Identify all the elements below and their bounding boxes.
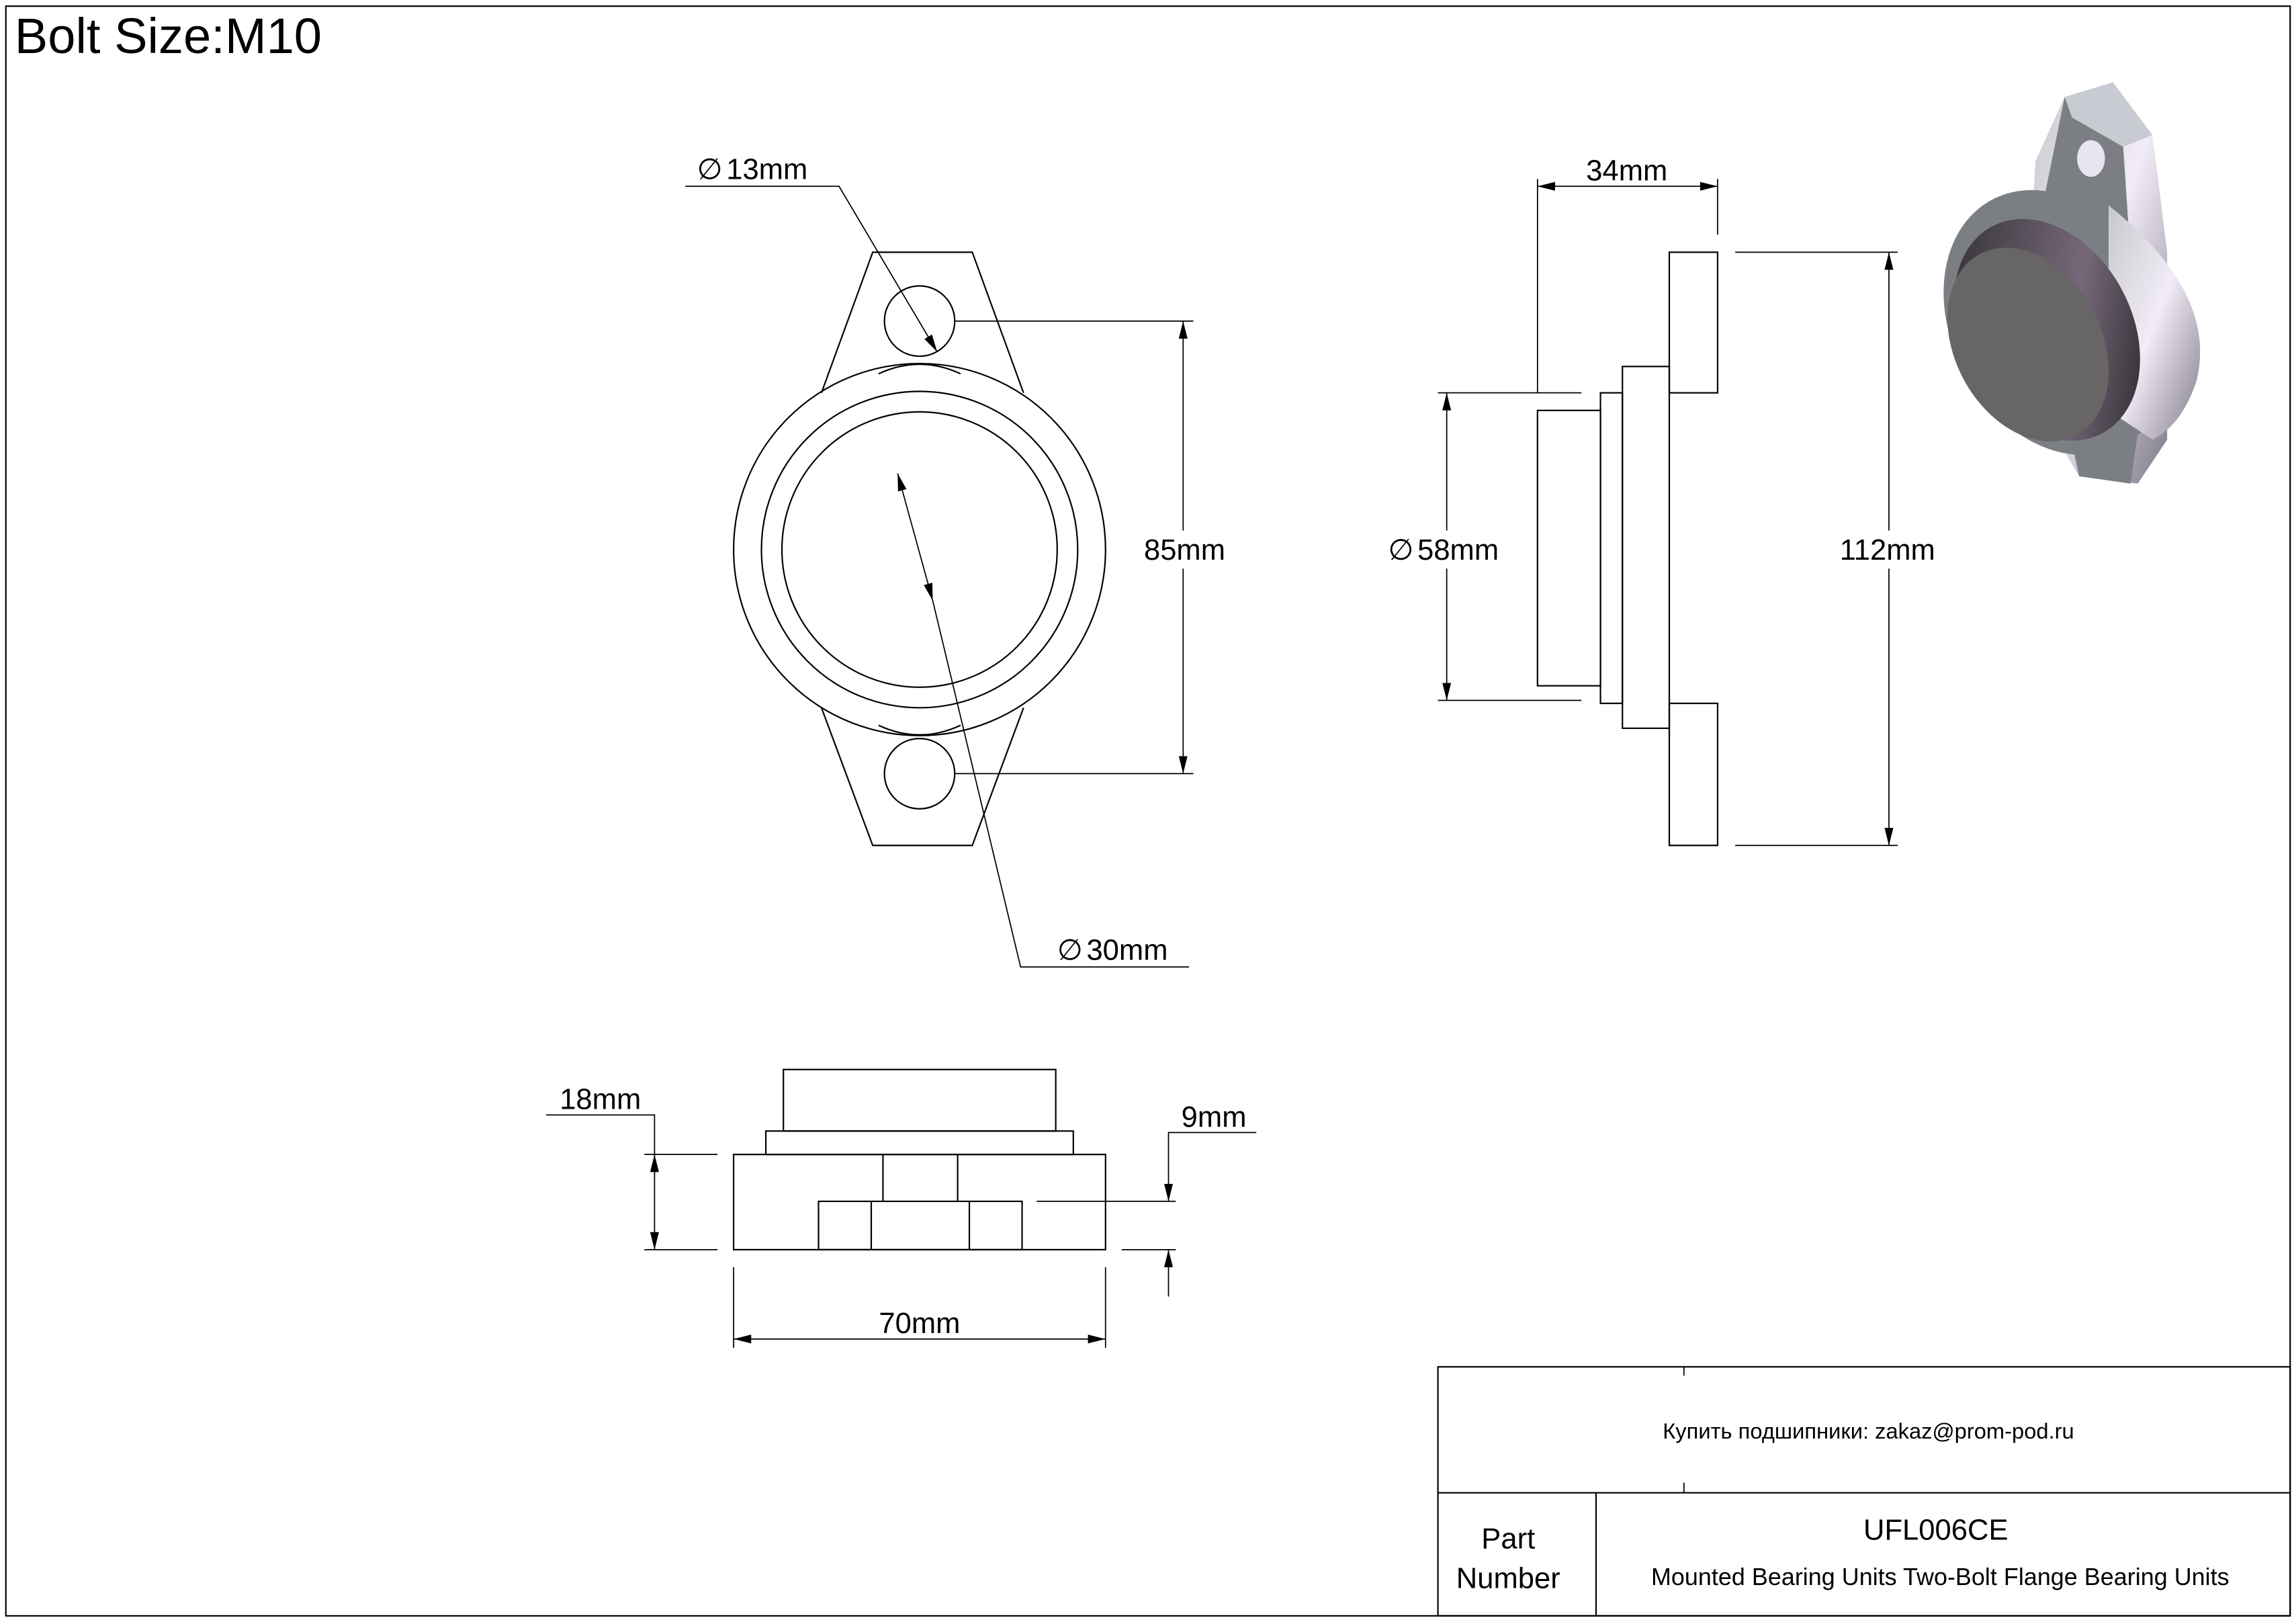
dim-depth: 70mm (879, 1308, 960, 1340)
bolt-size-title: Bolt Size:M10 (15, 8, 322, 64)
part-description: Mounted Bearing Units Two-Bolt Flange Be… (1651, 1563, 2229, 1590)
part-label-line1: Part (1481, 1523, 1535, 1555)
diameter-symbol: ∅ (697, 153, 723, 185)
isometric-render (1943, 82, 2201, 484)
bolt-hole-bottom (883, 738, 956, 810)
dim-flange-thickness: 18mm (560, 1084, 641, 1116)
front-view: 85mm ∅ 13mm ∅ 30mm (685, 153, 1233, 968)
diameter-symbol: ∅ (1388, 534, 1413, 566)
dim-bolt-spacing: 85mm (1144, 534, 1225, 566)
dim-bore: 30mm (1086, 934, 1167, 966)
diameter-symbol: ∅ (1057, 934, 1083, 966)
dim-step: 9mm (1182, 1101, 1247, 1134)
dim-height: 112mm (1840, 534, 1935, 566)
dim-bolt-hole: 13mm (726, 153, 807, 185)
dim-width: 34mm (1586, 155, 1667, 187)
dim-housing-diameter: 58mm (1417, 534, 1499, 566)
sheet-border (5, 5, 2291, 1617)
title-block: Купить подшипники: zakaz@prom-pod.ru Par… (1437, 1366, 2291, 1617)
part-number: UFL006CE (1863, 1514, 2008, 1546)
contact-text: Купить подшипники: zakaz@prom-pod.ru (1663, 1418, 2074, 1443)
part-label-line2: Number (1456, 1562, 1560, 1594)
bottom-view: 18mm 9mm 70mm (546, 1068, 1257, 1348)
side-view: 34mm ∅ 58mm 112mm (1385, 155, 1948, 847)
